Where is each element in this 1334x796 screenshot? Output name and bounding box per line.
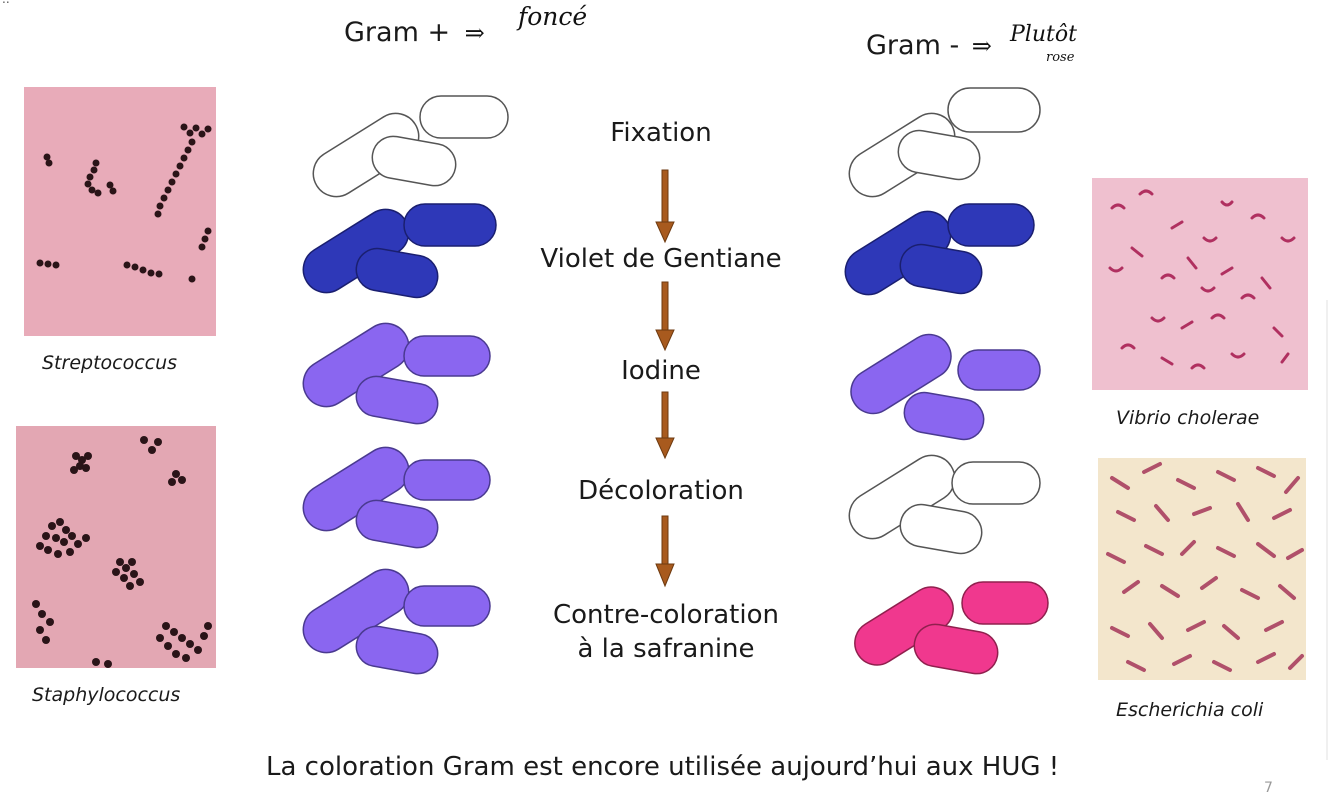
footer-text: La coloration Gram est encore utilisée a… <box>266 752 1060 782</box>
step-decoloration: Décoloration <box>578 476 744 506</box>
step-contre-coloration: Contre-coloration à la safranine <box>521 598 811 667</box>
micrograph-streptococcus <box>24 87 216 336</box>
bacteria-cluster-violet <box>844 203 1035 296</box>
micrograph-escherichia-coli <box>1098 458 1306 680</box>
micrograph-vibrio-cholerae-image <box>1092 178 1308 390</box>
gram-positive-note: foncé <box>518 2 588 31</box>
micrograph-staphylococcus <box>16 426 216 668</box>
bacteria-cluster-pink <box>854 581 1049 675</box>
caption-vibrio-cholerae: Vibrio cholerae <box>1116 407 1260 429</box>
caption-staphylococcus: Staphylococcus <box>32 684 181 706</box>
gram-negative-note-line1: Plutôt <box>1010 22 1077 47</box>
down-arrow-icon <box>655 169 675 244</box>
micrograph-escherichia-coli-image <box>1098 458 1306 680</box>
page-number: 7 <box>1264 780 1273 796</box>
down-arrow-icon <box>655 515 675 588</box>
micrograph-staphylococcus-image <box>16 426 216 668</box>
bacteria-cluster-unstained <box>312 95 509 198</box>
caption-escherichia-coli: Escherichia coli <box>1116 699 1264 721</box>
gram-positive-label: Gram + <box>344 17 451 48</box>
micrograph-vibrio-cholerae <box>1092 178 1308 390</box>
caption-streptococcus: Streptococcus <box>42 352 178 374</box>
bacteria-cluster-unstained <box>848 87 1041 198</box>
gram-negative-label: Gram - <box>866 30 960 61</box>
gram-positive-note-arrow: ⇒ <box>464 19 485 47</box>
step-contre-coloration-line1: Contre-coloration <box>553 600 779 630</box>
bacteria-cluster-violet <box>302 203 497 299</box>
bacteria-cluster-purple <box>850 333 1041 441</box>
step-fixation: Fixation <box>610 118 712 148</box>
step-arrows <box>655 169 675 588</box>
down-arrow-icon <box>655 391 675 460</box>
bacteria-cluster-purple <box>302 568 491 675</box>
gram-positive-header: Gram + ⇒ <box>344 17 485 48</box>
step-violet-de-gentiane: Violet de Gentiane <box>540 244 782 274</box>
gram-positive-bacteria-column <box>302 95 509 675</box>
gram-negative-note-line2: rose <box>1046 50 1075 65</box>
edge-divider <box>1326 300 1328 760</box>
bacteria-cluster-purple <box>302 446 491 549</box>
corner-marker: .. <box>2 0 10 6</box>
bacteria-cluster-unstained <box>848 454 1041 555</box>
down-arrow-icon <box>655 281 675 352</box>
gram-negative-note-arrow: ⇒ <box>971 32 992 60</box>
gram-negative-bacteria-column <box>844 87 1049 675</box>
step-iodine: Iodine <box>621 356 701 386</box>
step-contre-coloration-line2: à la safranine <box>577 634 755 665</box>
bacteria-cluster-purple <box>302 322 491 425</box>
micrograph-streptococcus-image <box>24 87 216 336</box>
gram-negative-header: Gram - ⇒ <box>866 30 992 61</box>
